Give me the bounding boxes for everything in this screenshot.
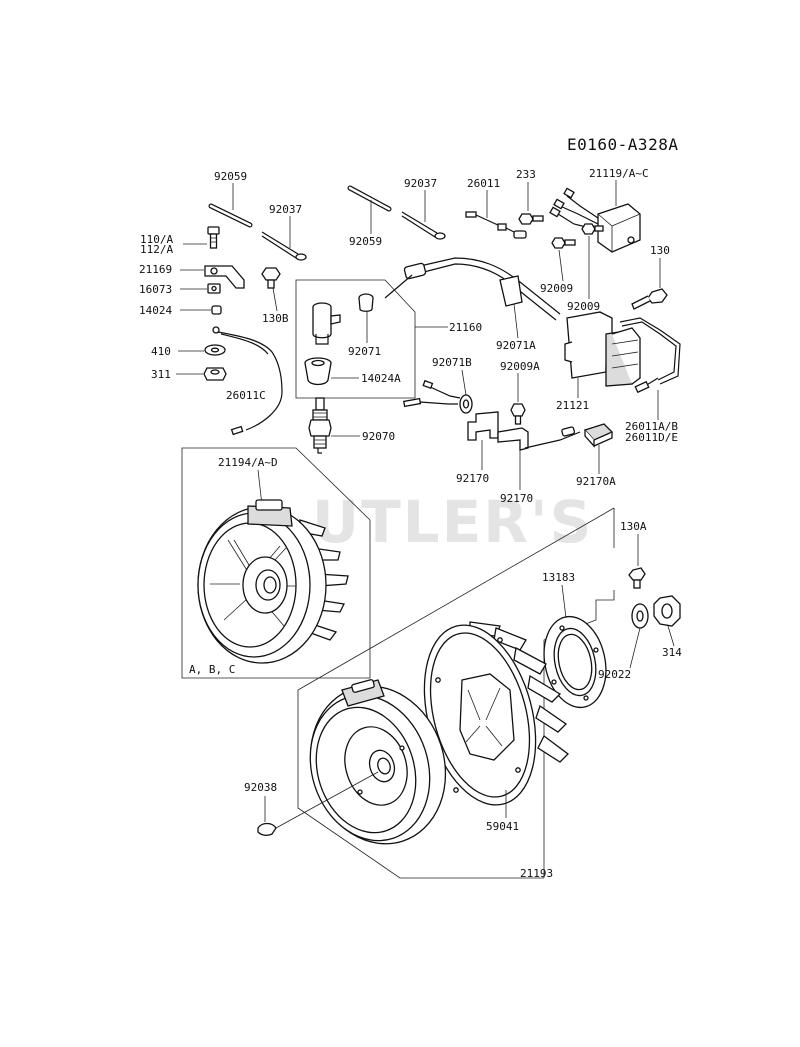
screw-92009-a [551, 237, 576, 249]
callout-92170aa: 92170A [576, 475, 616, 488]
switch-92170a [583, 423, 614, 448]
stop-wire-harness [384, 257, 561, 321]
callout-21194: 21194/A~D [218, 456, 278, 469]
callout-112a: 112/A [140, 243, 173, 256]
callout-130b: 130B [262, 312, 289, 325]
diagram-reference-code: E0160-A328A [567, 135, 678, 154]
callout-92059-left: 92059 [214, 170, 247, 183]
flywheel-21194 [197, 499, 349, 664]
callout-21160: 21160 [449, 321, 482, 334]
callout-92009-a: 92009 [540, 282, 573, 295]
ignition-module-21119 [549, 187, 641, 253]
plate-13183 [543, 615, 607, 709]
callout-14024a: 14024A [361, 372, 401, 385]
lead-26011 [465, 211, 527, 239]
grommet-14024 [211, 305, 222, 315]
callout-abc: A, B, C [189, 663, 235, 676]
watermark: UTLER'S [312, 488, 593, 556]
screw-92009a [510, 403, 526, 425]
box-21160 [295, 279, 416, 399]
callout-21169: 21169 [139, 263, 172, 276]
bolt-110-112 [207, 226, 220, 249]
callout-92037-left: 92037 [269, 203, 302, 216]
callout-92009-b: 92009 [567, 300, 600, 313]
lead-26011ab [634, 377, 659, 394]
clip-16073 [207, 283, 221, 294]
callout-13183: 13183 [542, 571, 575, 584]
cotter-pin-92037-center [401, 211, 446, 240]
callout-92022: 92022 [598, 668, 631, 681]
callout-233: 233 [516, 168, 536, 181]
callout-21121: 21121 [556, 399, 589, 412]
callout-92071b: 92071B [432, 356, 472, 369]
outline-21193-right [543, 508, 615, 878]
pin-92059-center [347, 185, 392, 212]
bolt-233 [518, 213, 544, 225]
callout-14024: 14024 [139, 304, 172, 317]
screw-92009-b [581, 223, 604, 235]
callout-314: 314 [662, 646, 682, 659]
callout-26011: 26011 [467, 177, 500, 190]
bolt-130a [628, 567, 646, 589]
callout-130a: 130A [620, 520, 647, 533]
callout-26011de: 26011D/E [625, 431, 678, 444]
grommet-92071b [403, 379, 473, 414]
callout-26011c: 26011C [226, 389, 266, 402]
ground-lead-26011c [212, 326, 283, 436]
washer-410 [204, 344, 226, 356]
callout-92038: 92038 [244, 781, 277, 794]
stop-wire-end [524, 431, 581, 449]
pin-92059-left [208, 203, 253, 228]
cap-92071 [358, 293, 374, 312]
callout-26011ab: 26011A/B [625, 420, 678, 433]
callout-92059-center: 92059 [349, 235, 382, 248]
spark-plug-cap [312, 302, 341, 345]
callout-92170-b: 92170 [500, 492, 533, 505]
ignition-coil-21121 [564, 311, 681, 387]
callout-130: 130 [650, 244, 670, 257]
outline-21193 [297, 507, 615, 879]
callout-92071: 92071 [348, 345, 381, 358]
callout-311: 311 [151, 368, 171, 381]
flywheel-21193 [309, 679, 447, 845]
cotter-pin-92037-left [261, 231, 307, 261]
nut-311 [203, 367, 227, 381]
box-21194 [181, 447, 371, 679]
callout-59041: 59041 [486, 820, 519, 833]
key-92038 [257, 822, 277, 836]
bolt-130 [631, 288, 668, 310]
washer-92022 [631, 603, 649, 629]
grommet-14024a [304, 357, 332, 386]
callout-21193: 21193 [520, 867, 553, 880]
bracket-21169 [204, 265, 245, 289]
nut-314 [653, 595, 681, 627]
callout-92037-center: 92037 [404, 177, 437, 190]
callout-110a: 110/A [140, 233, 173, 246]
bracket-92170-b [497, 427, 529, 451]
cooling-fan-59041 [423, 621, 569, 806]
bolt-130b [261, 267, 281, 289]
bracket-92170-a [467, 411, 499, 441]
callout-16073: 16073 [139, 283, 172, 296]
callout-410: 410 [151, 345, 171, 358]
callout-21119: 21119/A~C [589, 167, 649, 180]
callout-92071a: 92071A [496, 339, 536, 352]
spark-plug-92070 [308, 397, 332, 454]
callout-92070: 92070 [362, 430, 395, 443]
callout-92009aa: 92009A [500, 360, 540, 373]
callout-92170-a: 92170 [456, 472, 489, 485]
